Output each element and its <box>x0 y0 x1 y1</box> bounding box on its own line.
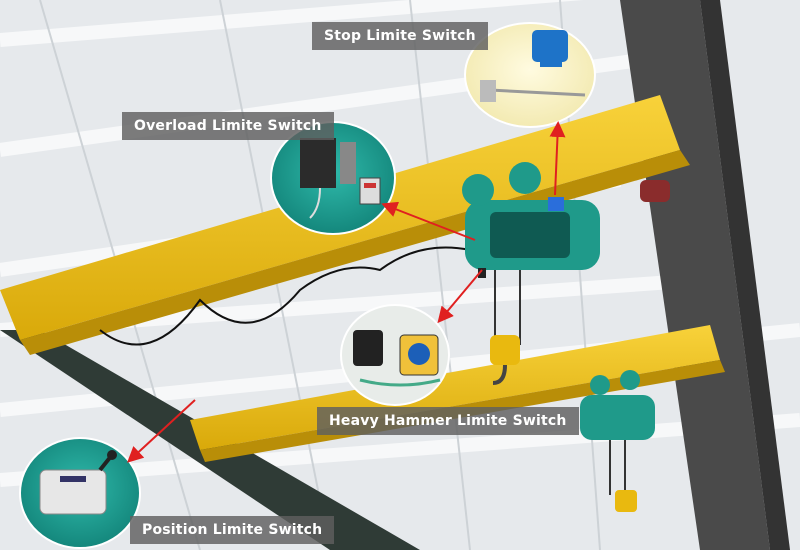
heavy-hammer-switch-callout <box>340 304 450 406</box>
electric-hoist-main <box>462 162 600 385</box>
travel-motor <box>640 180 670 202</box>
position-limit-switch-label: Position Limite Switch <box>130 516 335 544</box>
overload-limit-switch-label: Overload Limite Switch <box>122 112 334 140</box>
stop-switch-callout <box>464 22 596 128</box>
heavy-hammer-limit-switch-label: Heavy Hammer Limite Switch <box>317 407 579 435</box>
pointer-arrows <box>127 121 566 463</box>
position-switch-callout <box>19 437 141 549</box>
stop-limit-switch-label: Stop Limite Switch <box>312 22 488 50</box>
electric-hoist-secondary <box>580 370 655 512</box>
overload-switch-callout <box>270 121 396 235</box>
